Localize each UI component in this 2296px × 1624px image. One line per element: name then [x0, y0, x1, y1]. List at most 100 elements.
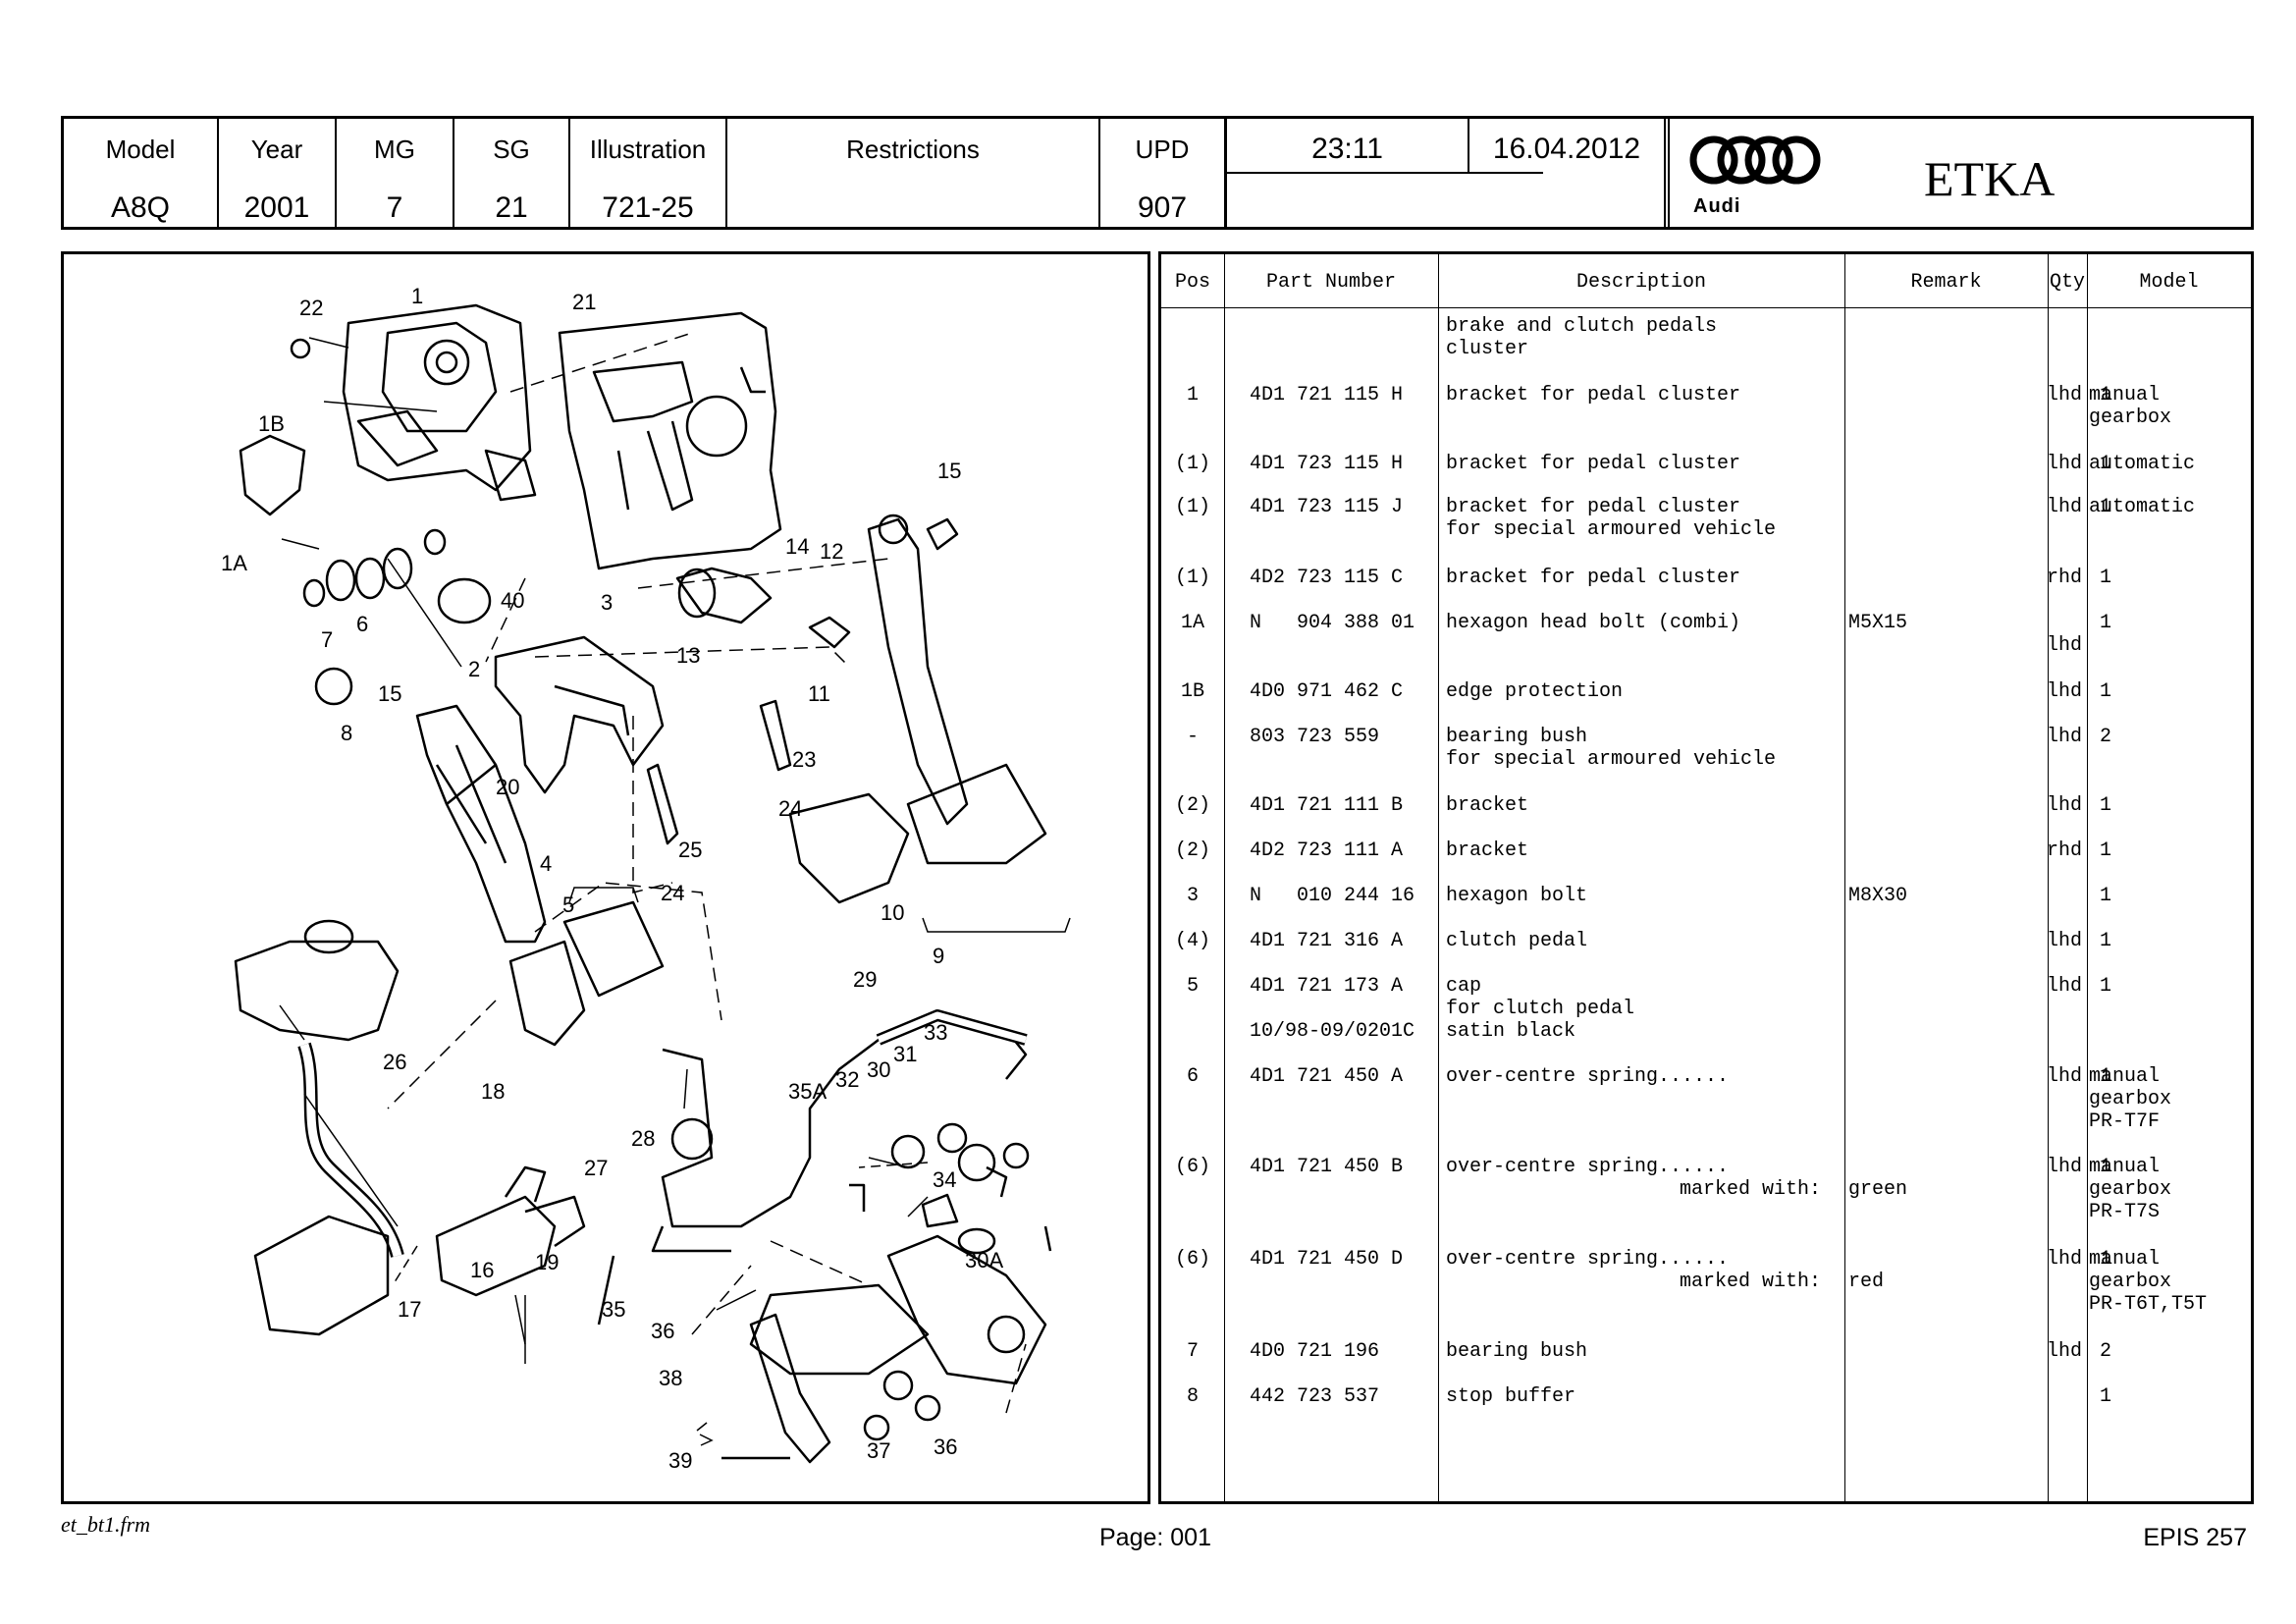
row-pos: 7	[1186, 1340, 1199, 1363]
year-label: Year	[250, 135, 303, 164]
row-description: cluster	[1446, 338, 1529, 360]
column-divider	[2048, 254, 2049, 1501]
parts-table: Pos Part Number Description Remark Qty M…	[1158, 251, 2254, 1504]
row-remark: red	[1848, 1271, 1885, 1293]
mg-label: MG	[374, 135, 415, 164]
row-description: bearing bush	[1446, 726, 1588, 748]
callout-1: 1	[411, 284, 423, 308]
row-part-number: 4D1 721 316 A	[1250, 930, 1404, 952]
row-description: for clutch pedal	[1446, 998, 1635, 1020]
row-description: over-centre spring......	[1446, 1065, 1730, 1088]
row-pos: (1)	[1174, 567, 1210, 589]
callout-33: 33	[924, 1020, 947, 1045]
mg-value: 7	[386, 191, 403, 224]
callout-9: 9	[933, 944, 944, 968]
system-version: EPIS 257	[2143, 1524, 2247, 1551]
row-pos: (6)	[1174, 1248, 1210, 1271]
callout-22: 22	[299, 296, 323, 320]
callout-35: 35	[602, 1297, 625, 1322]
header-mg-cell: MG 7	[337, 119, 454, 227]
row-pos: 6	[1186, 1065, 1199, 1088]
header-upd-cell: UPD 907	[1100, 119, 1227, 227]
callout-15b: 15	[378, 681, 401, 706]
illustration-value: 721-25	[602, 191, 694, 224]
callout-6: 6	[356, 612, 368, 636]
row-pos: (1)	[1174, 496, 1210, 518]
callout-21: 21	[572, 290, 596, 314]
header-restrictions-cell: Restrictions	[727, 119, 1100, 227]
row-remark: M5X15	[1848, 612, 1908, 634]
pedal-cluster-drawing: 22 1 21 1B 1A 15 14 12 40 7 6 3 13 11 2 …	[221, 284, 1071, 1473]
row-description: over-centre spring......	[1446, 1248, 1730, 1271]
row-model: manual	[2089, 1156, 2161, 1178]
callout-35a: 35A	[788, 1079, 827, 1104]
row-model: manual	[2089, 1248, 2161, 1271]
header-time-cell: 23:11	[1227, 119, 1543, 174]
row-part-number: N 010 244 16	[1250, 885, 1415, 907]
callout-37: 37	[867, 1438, 890, 1463]
callout-12: 12	[820, 539, 843, 564]
row-remark-region: lhd	[2046, 496, 2082, 518]
row-pos: (6)	[1174, 1156, 1210, 1178]
callout-31: 31	[893, 1042, 917, 1066]
row-description: stop buffer	[1446, 1385, 1576, 1408]
sg-label: SG	[493, 135, 530, 164]
row-remark: green	[1848, 1178, 1908, 1201]
model-value: A8Q	[110, 191, 171, 224]
row-description: hexagon head bolt (combi)	[1446, 612, 1741, 634]
callout-19: 19	[535, 1250, 559, 1274]
app-name: ETKA	[1924, 151, 2056, 206]
row-description: satin black	[1446, 1020, 1576, 1043]
column-header-pos: Pos	[1174, 271, 1210, 294]
row-part-number: N 904 388 01	[1250, 612, 1415, 634]
header-model-cell: Model A8Q	[64, 119, 219, 227]
illustration-label: Illustration	[589, 135, 707, 164]
year-value: 2001	[243, 191, 310, 224]
row-description: hexagon bolt	[1446, 885, 1588, 907]
row-part-number: 4D1 721 450 D	[1250, 1248, 1404, 1271]
row-pos: 5	[1186, 975, 1199, 998]
row-description: bearing bush	[1446, 1340, 1588, 1363]
row-remark-region: lhd	[2046, 453, 2082, 475]
row-remark: M8X30	[1848, 885, 1908, 907]
row-qty: 2	[2099, 726, 2111, 748]
row-remark-region: lhd	[2046, 1065, 2082, 1088]
row-remark-region: lhd	[2046, 794, 2082, 817]
row-description: bracket	[1446, 794, 1529, 817]
row-remark-region: lhd	[2046, 1156, 2082, 1178]
upd-value: 907	[1137, 191, 1188, 224]
row-description: for special armoured vehicle	[1446, 518, 1777, 541]
callout-32: 32	[835, 1067, 859, 1092]
row-pos: 1	[1186, 384, 1199, 406]
callout-36b: 36	[934, 1435, 957, 1459]
row-description-note: marked with:	[1679, 1178, 1821, 1201]
callout-13: 13	[676, 643, 700, 668]
row-part-number: 4D0 971 462 C	[1250, 680, 1404, 703]
row-description: for special armoured vehicle	[1446, 748, 1777, 771]
row-qty: 1	[2099, 1065, 2111, 1088]
row-qty: 1	[2099, 567, 2111, 589]
row-description: over-centre spring......	[1446, 1156, 1730, 1178]
row-model: automatic	[2089, 453, 2196, 475]
exploded-view-illustration: 22 1 21 1B 1A 15 14 12 40 7 6 3 13 11 2 …	[61, 251, 1150, 1504]
row-description: bracket for pedal cluster	[1446, 453, 1741, 475]
restrictions-label: Restrictions	[846, 135, 980, 164]
row-remark-region: rhd	[2046, 839, 2082, 862]
header-divider	[1664, 119, 1670, 227]
header-illustration-cell: Illustration 721-25	[570, 119, 727, 227]
column-header-model: Model	[2139, 271, 2199, 294]
audi-logo-text: Audi	[1693, 195, 1741, 217]
header-date-cell: 16.04.2012	[1468, 119, 1664, 174]
column-header-qty: Qty	[2049, 271, 2085, 294]
row-pos: (2)	[1174, 839, 1210, 862]
row-description: brake and clutch pedals	[1446, 315, 1718, 338]
row-qty: 1	[2099, 930, 2111, 952]
row-model: manual	[2089, 1065, 2161, 1088]
row-model: gearbox	[2089, 1271, 2172, 1293]
row-qty: 1	[2099, 680, 2111, 703]
row-qty: 2	[2099, 1340, 2111, 1363]
column-divider	[1224, 254, 1225, 1501]
header-year-cell: Year 2001	[219, 119, 337, 227]
upd-label: UPD	[1135, 135, 1190, 164]
row-pos: 8	[1186, 1385, 1199, 1408]
